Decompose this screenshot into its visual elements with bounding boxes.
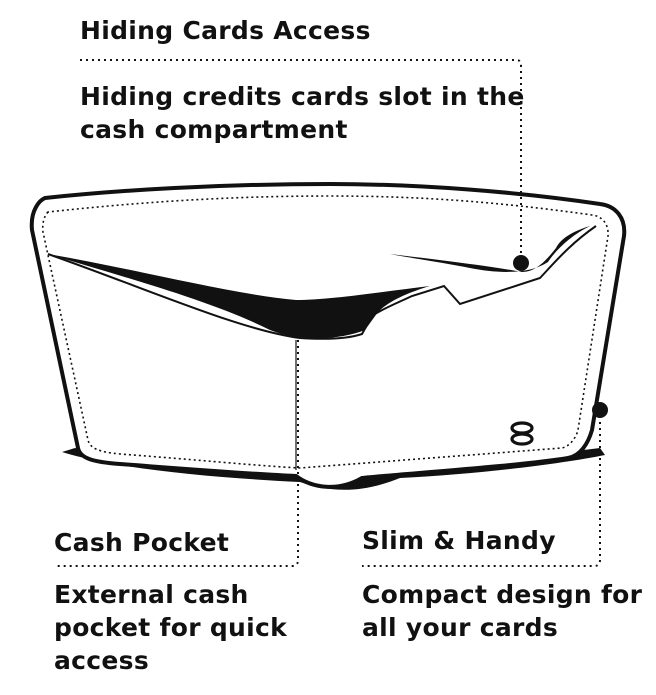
callout-title-cash-pocket: Cash Pocket [54, 528, 230, 557]
callout-desc-hiding-cards: Hiding credits cards slot in the cash co… [80, 82, 525, 144]
callout-title-slim-handy: Slim & Handy [362, 526, 556, 555]
callout-desc-slim-handy: Compact design for all your cards [362, 580, 643, 642]
marker-slim-handy [592, 402, 608, 418]
connector-hiding-cards [80, 59, 522, 262]
callout-desc-cash-pocket: External cash pocket for quick access [54, 580, 288, 675]
cash-pocket-opening [48, 254, 430, 339]
connector-cash-pocket [54, 340, 299, 567]
wallet-stitching [41, 195, 609, 469]
brand-logo-icon [510, 421, 534, 446]
callout-title-hiding-cards: Hiding Cards Access [80, 16, 371, 45]
marker-hiding-cards [513, 255, 529, 271]
hidden-card-slot [390, 226, 590, 272]
connector-slim-handy [362, 410, 601, 567]
pocket-flap-edge [47, 225, 597, 340]
